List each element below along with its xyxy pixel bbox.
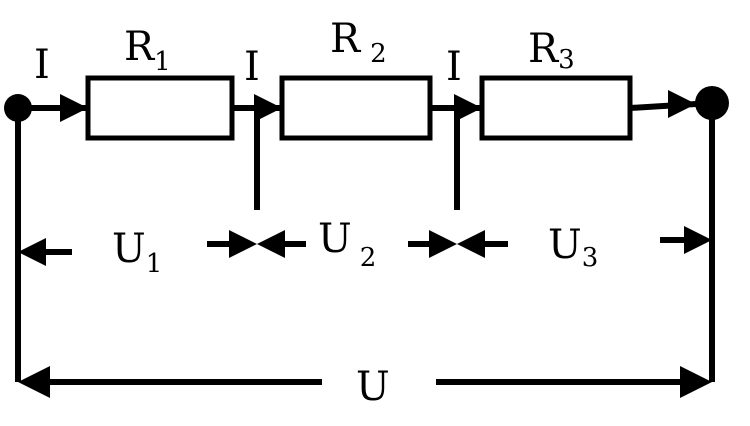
u3-right-arrowhead [684, 226, 712, 254]
current-arrow-1 [60, 94, 88, 122]
u2-right-arrowhead [429, 230, 457, 258]
u1-right-arrowhead [229, 230, 257, 258]
resistor-r2 [279, 75, 433, 141]
current-label-3: I [446, 44, 462, 90]
u-total-right-arrowhead [680, 366, 712, 398]
current-label-2: I [244, 44, 260, 90]
resistor-r1 [85, 75, 235, 141]
u1-left-arrowhead [18, 238, 46, 266]
current-arrow-4 [668, 90, 696, 118]
u-total-left-arrowhead [18, 366, 50, 398]
voltage-label-total: U [356, 364, 390, 410]
current-arrow-2 [254, 94, 282, 122]
voltage-label-u3: U3 [548, 222, 598, 273]
resistor-label-r1: R1 [124, 24, 171, 77]
current-arrow-3 [454, 94, 482, 122]
current-label-1: I [34, 42, 50, 88]
resistor-label-r3: R3 [528, 26, 575, 75]
u2-left-arrowhead [257, 230, 285, 258]
u3-left-arrowhead [457, 230, 485, 258]
voltage-label-u1: U1 [112, 226, 162, 279]
resistor-r3 [479, 75, 633, 141]
